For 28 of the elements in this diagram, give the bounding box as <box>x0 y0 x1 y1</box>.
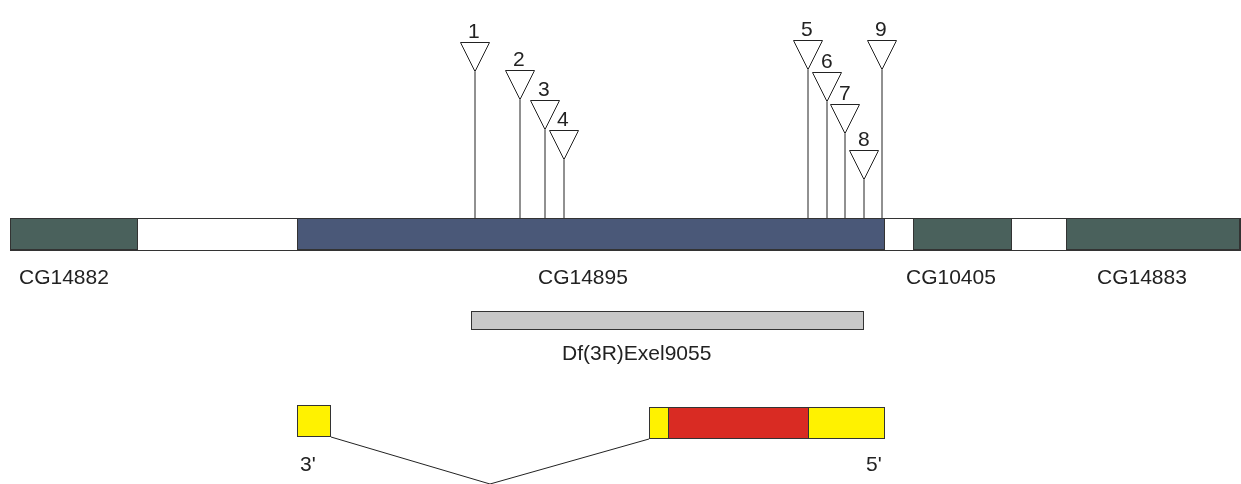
insertion-number: 9 <box>875 18 887 40</box>
insertion-number: 3 <box>538 78 550 100</box>
insertion-number: 1 <box>468 20 480 42</box>
exon-box <box>297 405 331 437</box>
insertion-stem <box>807 69 809 219</box>
insertion-stem <box>544 129 546 219</box>
intron-line <box>330 436 650 484</box>
gene-label: CG14882 <box>19 266 109 288</box>
insertion-number: 4 <box>557 108 569 130</box>
insertion-number: 6 <box>821 50 833 72</box>
insertion-stem <box>863 179 865 219</box>
insertion-stem <box>844 133 846 219</box>
strand-end-label: 5' <box>866 453 882 475</box>
insertion-stem <box>881 69 883 219</box>
insertion-number: 8 <box>858 128 870 150</box>
insertion-stem <box>519 99 521 219</box>
insertion-number: 7 <box>839 82 851 104</box>
insertion-stem <box>826 101 828 219</box>
gene-label: CG14883 <box>1097 266 1187 288</box>
exon-box <box>649 407 885 439</box>
gene-label: Df(3R)Exel9055 <box>562 342 712 364</box>
gene-label: CG14895 <box>538 266 628 288</box>
insertion-number: 5 <box>801 18 813 40</box>
strand-end-label: 3' <box>300 453 316 475</box>
gene-label: CG10405 <box>906 266 996 288</box>
insertion-stem <box>563 159 565 219</box>
insertion-stem <box>474 71 476 219</box>
insertion-number: 2 <box>513 48 525 70</box>
